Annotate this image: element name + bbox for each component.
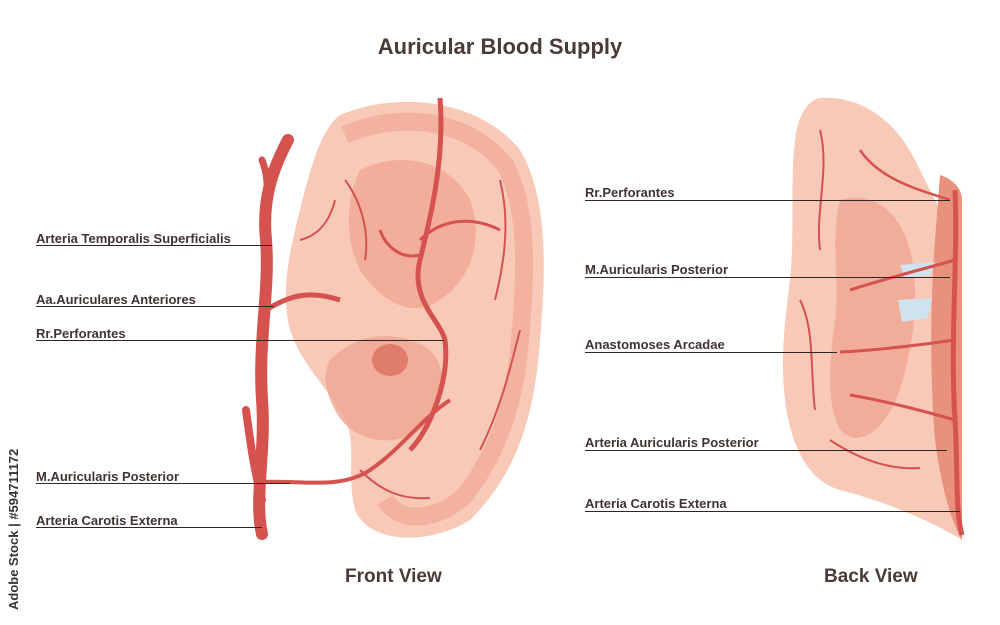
label-anastomoses-arcadae: Anastomoses Arcadae [585,337,725,352]
stock-watermark: Adobe Stock | #594711172 [6,448,21,610]
label-rr-perforantes-front: Rr.Perforantes [36,326,126,341]
leader-line [585,450,947,451]
front-ear-illustration [242,97,544,540]
front-view-caption: Front View [345,566,442,587]
back-view-caption: Back View [824,566,918,587]
label-rr-perforantes-back: Rr.Perforantes [585,185,675,200]
leader-line [585,352,837,353]
leader-line [585,200,950,201]
label-arteria-auricularis-posterior: Arteria Auricularis Posterior [585,435,759,450]
leader-line [36,483,290,484]
label-arteria-temporalis-superficialis: Arteria Temporalis Superficialis [36,231,231,246]
label-m-auricularis-posterior-front: M.Auricularis Posterior [36,469,180,484]
label-aa-auriculares-anteriores: Aa.Auriculares Anteriores [36,292,196,307]
diagram-title: Auricular Blood Supply [377,34,623,59]
leader-line [585,511,960,512]
leader-line [36,340,444,341]
leader-line [36,527,262,528]
leader-line [36,245,272,246]
leader-line [585,277,950,278]
back-ear-illustration [782,97,965,540]
label-arteria-carotis-externa-front: Arteria Carotis Externa [36,513,178,528]
label-arteria-carotis-externa-back: Arteria Carotis Externa [585,496,727,511]
leader-line [36,306,274,307]
label-m-auricularis-posterior-back: M.Auricularis Posterior [585,262,729,277]
